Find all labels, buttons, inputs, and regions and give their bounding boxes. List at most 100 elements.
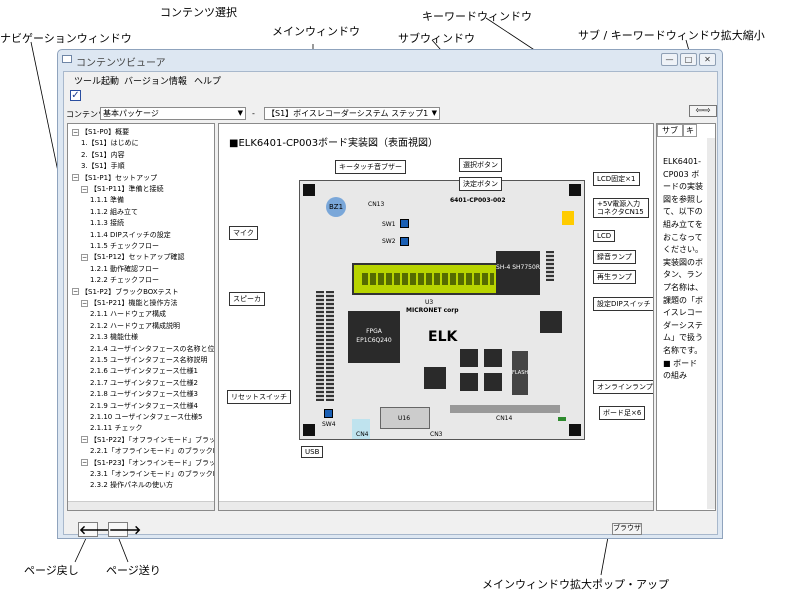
tree-node[interactable]: −【S1-P21】機能と操作方法 (81, 299, 178, 307)
tree-node[interactable]: 1.1.3 接続 (90, 219, 124, 227)
lcd-module (352, 263, 504, 295)
tree-node-label: 1.1.3 接続 (90, 219, 125, 228)
annotation-page-forward: ページ送り (106, 564, 161, 577)
main-popup-button[interactable]: ブラウザ (612, 523, 642, 535)
memory-chip (460, 349, 478, 367)
fpga-chip: FPGA EP1C6Q240 (348, 311, 400, 363)
tree-node-label: 【S1-P0】概要 (81, 128, 130, 136)
tree-node[interactable]: 2.1.2 ハードウェア構成説明 (90, 322, 180, 330)
reset-switch (324, 409, 333, 418)
annotation-nav-window: ナビゲーションウィンドウ (0, 32, 132, 45)
tree-node[interactable]: 1.【S1】はじめに (81, 139, 139, 147)
toolbar-checkbox[interactable]: ✓ (70, 90, 81, 101)
tree-node-label: 【S1-P1】セットアップ (81, 173, 158, 182)
tree-node[interactable]: 2.【S1】内容 (81, 151, 125, 159)
chevron-down-icon: ▼ (431, 109, 437, 117)
callout-power-input: +5V電源入力コネクタCN15 (593, 198, 649, 218)
tree-node-label: 【S1-P21】機能と操作方法 (90, 299, 178, 307)
menu-tool-launch[interactable]: ツール起動 (74, 77, 120, 87)
tree-node[interactable]: 2.3.2 操作パネルの使い方 (90, 481, 173, 489)
close-button[interactable]: ✕ (699, 53, 716, 66)
tree-expander-icon[interactable]: − (81, 436, 88, 444)
tree-expander-icon[interactable]: − (81, 185, 88, 193)
tree-node[interactable]: 2.1.6 ユーザインタフェース仕様1 (90, 367, 198, 375)
tree-expander-icon[interactable]: − (81, 459, 88, 467)
board-diagram: BZ1 CN13 SW1 SW2 6401-CP003-002 U3 SH-4 … (299, 180, 585, 440)
page-forward-button[interactable]: 🡒 (108, 522, 142, 537)
page-select[interactable]: 【S1】ボイスレコーダーシステム ステップ1 ▼ (264, 107, 440, 120)
usb-connector (352, 419, 370, 439)
tree-node[interactable]: 1.1.2 組み立て (90, 208, 138, 216)
main-horizontal-scrollbar[interactable] (219, 501, 653, 510)
tree-expander-icon[interactable]: − (81, 253, 88, 261)
micronet-logo: MICRONET corp (406, 307, 459, 314)
tree-node[interactable]: −【S1-P0】概要 (72, 128, 129, 136)
tab-sub[interactable]: サブ (657, 124, 683, 137)
tree-node[interactable]: 2.3.1「オンラインモード」のブラックBO (90, 470, 215, 478)
tree-node[interactable]: 2.1.11 チェック (90, 424, 143, 432)
tree-node[interactable]: 2.1.7 ユーザインタフェース仕様2 (90, 379, 198, 387)
tree-node[interactable]: 1.1.5 チェックフロー (90, 242, 159, 250)
minimize-button[interactable]: — (661, 53, 678, 66)
tree-node[interactable]: −【S1-P23】「オンラインモード」ブラックBO (81, 459, 214, 467)
tree-node[interactable]: −【S1-P2】ブラックBOXテスト (72, 288, 179, 296)
tree-expander-icon[interactable]: − (81, 299, 88, 307)
sw1-label: SW1 (382, 221, 396, 228)
u3-label: U3 (425, 299, 434, 306)
page-select-value: 【S1】ボイスレコーダーシステム ステップ1 (267, 109, 429, 118)
page-back-button[interactable]: 🡐 (78, 522, 112, 537)
callout-usb: USB (301, 446, 324, 458)
cn3-label: CN3 (430, 431, 443, 438)
tree-node[interactable]: 1.2.2 チェックフロー (90, 276, 159, 284)
tree-node[interactable]: 1.1.4 DIPスイッチの設定 (90, 231, 171, 239)
cn14-connector (450, 405, 560, 413)
tree-node[interactable]: 2.1.3 機能仕様 (90, 333, 138, 341)
tree-node[interactable]: 2.1.4 ユーザインタフェースの名称と位 (90, 345, 214, 353)
flash-chip: FLASH (512, 351, 528, 395)
sub-vertical-scrollbar[interactable] (707, 138, 715, 509)
menu-version-info[interactable]: バージョン情報 (124, 77, 187, 87)
tree-node[interactable]: 1.1.1 準備 (90, 196, 124, 204)
tree-node[interactable]: −【S1-P11】準備と接続 (81, 185, 164, 193)
window-title: コンテンツビューア (76, 58, 166, 69)
tree-node[interactable]: 2.1.8 ユーザインタフェース仕様3 (90, 390, 198, 398)
tree-node-label: 【S1-P2】ブラックBOXテスト (81, 287, 179, 296)
tree-node[interactable]: 1.2.1 動作確認フロー (90, 265, 159, 273)
power-connector (562, 211, 574, 225)
memory-chip (484, 349, 502, 367)
tree-node[interactable]: −【S1-P22】「オフラインモード」ブラックBO (81, 436, 214, 444)
tree-node[interactable]: 2.1.10 ユーザインタフェース仕様5 (90, 413, 202, 421)
tree-expander-icon[interactable]: − (72, 174, 79, 182)
pin-header-cn (316, 291, 324, 401)
maximize-button[interactable]: □ (680, 53, 697, 66)
tree-node-label: 【S1-P12】セットアップ確認 (90, 253, 185, 262)
tab-keyword[interactable]: キ (683, 124, 697, 137)
online-led (558, 417, 566, 421)
board-mounting-hole (303, 184, 315, 196)
tree-node-label: 1.1.5 チェックフロー (90, 242, 160, 250)
tree-horizontal-scrollbar[interactable] (68, 501, 214, 510)
menu-help[interactable]: ヘルプ (194, 77, 222, 87)
annotation-sub-window: サブウィンドウ (398, 32, 475, 45)
tree-node[interactable]: −【S1-P12】セットアップ確認 (81, 253, 185, 261)
tree-node-label: 2.3.2 操作パネルの使い方 (90, 481, 174, 490)
cn13-label: CN13 (368, 201, 385, 208)
tree-node[interactable]: 2.1.1 ハードウェア構成 (90, 310, 166, 318)
tree-node[interactable]: 2.1.9 ユーザインタフェース仕様4 (90, 402, 198, 410)
tree-expander-icon[interactable]: − (72, 128, 79, 136)
contents-select[interactable]: 基本パッケージ ▼ (100, 107, 246, 120)
chevron-down-icon: ▼ (237, 109, 243, 117)
sub-keyword-resize-button[interactable]: ⇦⇨ (689, 105, 717, 117)
title-bar[interactable]: コンテンツビューア — □ ✕ (58, 50, 722, 70)
tree-node-label: 1.1.2 組み立て (90, 207, 139, 216)
tree-expander-icon[interactable]: − (72, 288, 79, 296)
callout-speaker: スピーカ (229, 292, 265, 306)
tree-node[interactable]: −【S1-P1】セットアップ (72, 174, 157, 182)
tree-node[interactable]: 3.【S1】手順 (81, 162, 125, 170)
tree-node-label: 2.1.1 ハードウェア構成 (90, 310, 167, 319)
tree-node[interactable]: 2.1.5 ユーザインタフェース名称説明 (90, 356, 208, 364)
tree-node[interactable]: 2.2.1「オフラインモード」のブラックBO (90, 447, 214, 455)
tree-node-label: 1.2.1 動作確認フロー (90, 264, 160, 273)
tree-node-label: 2.3.1「オンラインモード」のブラックBO (90, 470, 215, 478)
